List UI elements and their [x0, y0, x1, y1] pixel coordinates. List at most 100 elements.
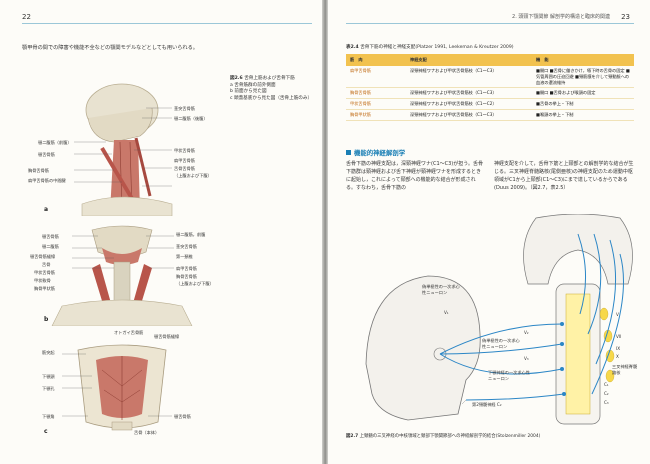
label-c-l4: 下顎角 — [42, 414, 55, 419]
figure-caption: 図2.6 舌骨上筋および舌骨下筋 a 舌骨筋群の前外側面 b 前面から見た図 c… — [230, 76, 313, 102]
label-b-l6: 甲状軟骨 — [34, 278, 51, 283]
panel-a: 茎突舌骨筋 顎二腹筋（後腹） 甲状舌骨筋 肩甲舌骨筋 舌骨舌骨筋 （上腹および下… — [22, 78, 222, 216]
table-caption: 表2.4 舌骨下筋の神経と神経支配(Platzer 1991, Leekeman… — [346, 44, 514, 50]
square-bullet-icon — [346, 150, 351, 155]
label-a-r5: 舌骨舌骨筋 — [174, 166, 195, 171]
label-b-l3: 顎舌骨筋縫線 — [30, 254, 56, 259]
label-b-r6: （上腹および下腹） — [176, 281, 214, 286]
diagram-label-v1: V₁ — [444, 310, 449, 315]
trigeminal-cervical-illustration — [365, 213, 633, 425]
label-c-t1: オトガイ舌骨筋 — [114, 330, 144, 335]
diagram-label-r1: V — [616, 312, 619, 317]
table-cell: ■開口 ■舌骨および喉頭の固定 — [532, 87, 634, 100]
label-a-l1: 顎二腹筋（前腹） — [38, 140, 72, 145]
diagram-label-b: 偽単極性の一次求心性ニューロン — [482, 338, 520, 349]
table-number: 表2.4 — [346, 45, 359, 50]
table-row: 胸骨舌骨筋 深頸神経ワナおよび甲状舌骨筋枝（C1〜C3） ■開口 ■舌骨および喉… — [346, 87, 634, 100]
label-a-r6: （上腹および下腹） — [174, 173, 212, 178]
page-number: 22 — [22, 13, 31, 21]
table-cell: 甲状舌骨筋 — [346, 98, 406, 110]
table-cell: 深頸神経ワナおよび甲状舌骨筋枝（C1〜C2） — [406, 98, 532, 110]
label-a-l4: 肩甲舌骨筋の中間腱 — [28, 178, 66, 183]
label-b-r4: 肩甲舌骨筋 — [176, 266, 197, 271]
section-heading-text: 機能的神経解剖学 — [354, 149, 406, 157]
diagram-label-r4: X — [616, 354, 619, 359]
label-a-l2: 顎舌骨筋 — [38, 152, 55, 157]
diagram-label-h: C₃ — [604, 400, 609, 405]
table-cell: 深頸神経ワナおよび甲状舌骨筋枝（C1〜C3） — [406, 66, 532, 89]
table-cell: 深頸神経ワナおよび甲状舌骨筋枝（C1〜C3） — [406, 87, 532, 100]
left-page: 22 顎甲骨の間での障害や機能不全などの顎関モデルなどとしても用いられる。 図2… — [0, 0, 322, 464]
running-head: 2. 頭頸下顎関節 解剖学的構造と臨床的関連 — [512, 14, 610, 20]
diagram-label-v3: V₃ — [524, 356, 529, 361]
panel-letter-a: a — [44, 206, 49, 213]
diagram-label-g: C₂ — [604, 391, 609, 396]
diagram-label-e: 三叉神経脊髄路核 — [612, 364, 638, 375]
diagram-label-d: 第2頸髄神経 C₂ — [472, 402, 502, 407]
label-b-l7: 胸骨甲状筋 — [34, 286, 55, 291]
table-header: 神経支配 — [406, 54, 532, 66]
figure-item-c: c 頭蓋基底から見た図（舌骨上筋のみ） — [230, 95, 313, 101]
label-a-r2: 顎二腹筋（後腹） — [174, 116, 208, 121]
table-cell: ■喉頭の挙上・下制 — [532, 109, 634, 121]
body-text-column-2: 神経支配を介して，舌骨下筋と上頸部との解剖学的な結合が生じる。三叉神経脊髄路核(… — [494, 161, 634, 191]
figure-number: 図2.6 — [230, 76, 243, 81]
label-c-l2: 下顎頭 — [42, 374, 55, 379]
body-text-column-1: 舌骨下筋の神経支配は，深頸神経ワナ(C1〜C3)が担う。舌骨下筋群は頸神経および… — [346, 161, 483, 191]
panel-c: オトガイ舌骨筋 顎舌骨筋縫線 筋突起 下顎頭 下顎孔 下顎角 顎舌骨筋 舌骨（本… — [22, 330, 222, 440]
table-header: 機 能 — [532, 54, 634, 66]
diagram-label-r2: VII — [616, 334, 622, 339]
muscle-table: 筋 肉 神経支配 機 能 肩甲舌骨筋 深頸神経ワナおよび甲状舌骨筋枝（C1〜C3… — [346, 54, 634, 121]
panel-letter-c: c — [44, 428, 48, 435]
mandible-inferior-illustration — [62, 344, 172, 431]
table-cell: 胸骨甲状筋 — [346, 109, 406, 121]
label-c-t2: 顎舌骨筋縫線 — [154, 334, 180, 339]
figure-number: 図2.7 — [346, 434, 359, 439]
label-c-b1: 舌骨（本体） — [134, 430, 160, 435]
label-b-l2: 顎二腹筋 — [42, 244, 59, 249]
page-number: 23 — [621, 13, 630, 21]
label-b-l1: 顎舌骨筋 — [42, 234, 59, 239]
diagram-label-a: 偽単極性の一次求心性ニューロン — [422, 284, 460, 295]
header-rule — [22, 23, 312, 24]
section-heading: 機能的神経解剖学 — [346, 148, 405, 157]
table-cell: 胸骨舌骨筋 — [346, 87, 406, 100]
label-a-r1: 茎突舌骨筋 — [174, 106, 195, 111]
table-cell: ■舌骨の挙上・下制 — [532, 98, 634, 110]
label-b-r5: 胸骨舌骨筋 — [176, 274, 197, 279]
figure-item-a: a 舌骨筋群の前外側面 — [230, 82, 276, 88]
panel-letter-b: b — [44, 316, 49, 323]
label-c-r1: 顎舌骨筋 — [174, 414, 191, 419]
figure-title: 舌骨上筋および舌骨下筋 — [244, 76, 295, 81]
table-row: 胸骨甲状筋 深頸神経ワナおよび甲状舌骨筋枝（C1〜C3） ■喉頭の挙上・下制 — [346, 109, 634, 121]
table-title: 舌骨下筋の神経と神経支配(Platzer 1991, Leekeman & Kr… — [360, 45, 514, 50]
panel-b: 顎舌骨筋 顎二腹筋 顎舌骨筋縫線 舌骨 甲状舌骨筋 甲状軟骨 胸骨甲状筋 顎二腹… — [22, 222, 222, 326]
label-c-l3: 下顎孔 — [42, 386, 55, 391]
table-row: 肩甲舌骨筋 深頸神経ワナおよび甲状舌骨筋枝（C1〜C3） ■開口 ■舌骨に働きか… — [346, 66, 634, 89]
diagram-label-r3: IX — [616, 346, 621, 351]
label-a-r4: 肩甲舌骨筋 — [174, 158, 195, 163]
right-page: 2. 頭頸下顎関節 解剖学的構造と臨床的関連 23 表2.4 舌骨下筋の神経と神… — [328, 0, 650, 464]
label-c-l1: 筋突起 — [42, 350, 55, 355]
diagram-label-f: C₁ — [604, 382, 609, 387]
figure-2-7-caption: 図2.7 上頸髄の三叉神経の中核領域と頸部下顎関節部への神経解剖学的結合(Sto… — [346, 433, 636, 439]
label-b-r3: 第一頚椎 — [176, 254, 193, 259]
label-b-r1: 顎二腹筋，前腹 — [176, 232, 206, 237]
trigeminal-diagram: 偽単極性の一次求心性ニューロン V₁ 偽単極性の一次求心性ニューロン V₂ V₃… — [348, 213, 640, 429]
label-b-l4: 舌骨 — [42, 262, 51, 267]
neck-lateral-illustration — [22, 78, 222, 216]
label-a-r3: 甲状舌骨筋 — [174, 148, 195, 153]
diagram-label-v2: V₂ — [524, 330, 529, 335]
table-cell: 深頸神経ワナおよび甲状舌骨筋枝（C1〜C3） — [406, 109, 532, 121]
table-header: 筋 肉 — [346, 54, 406, 66]
label-b-r2: 茎突舌骨筋 — [176, 244, 197, 249]
label-b-l5: 甲状舌骨筋 — [34, 270, 55, 275]
table-header-row: 筋 肉 神経支配 機 能 — [346, 54, 634, 66]
label-a-l3: 胸骨舌骨筋 — [28, 168, 49, 173]
book-gutter — [322, 0, 328, 464]
diagram-label-c: 下顎神経の一次求心性ニューロン — [488, 370, 530, 381]
figure-item-b: b 前面から見た図 — [230, 89, 267, 95]
table-cell: ■開口 ■舌骨に働きかけ，嚥下時の舌骨の固定 ■気管周囲の圧迫回避 ■頸筋膜を介… — [532, 66, 634, 89]
neck-anterior-illustration — [51, 225, 193, 326]
table-row: 甲状舌骨筋 深頸神経ワナおよび甲状舌骨筋枝（C1〜C2） ■舌骨の挙上・下制 — [346, 98, 634, 110]
